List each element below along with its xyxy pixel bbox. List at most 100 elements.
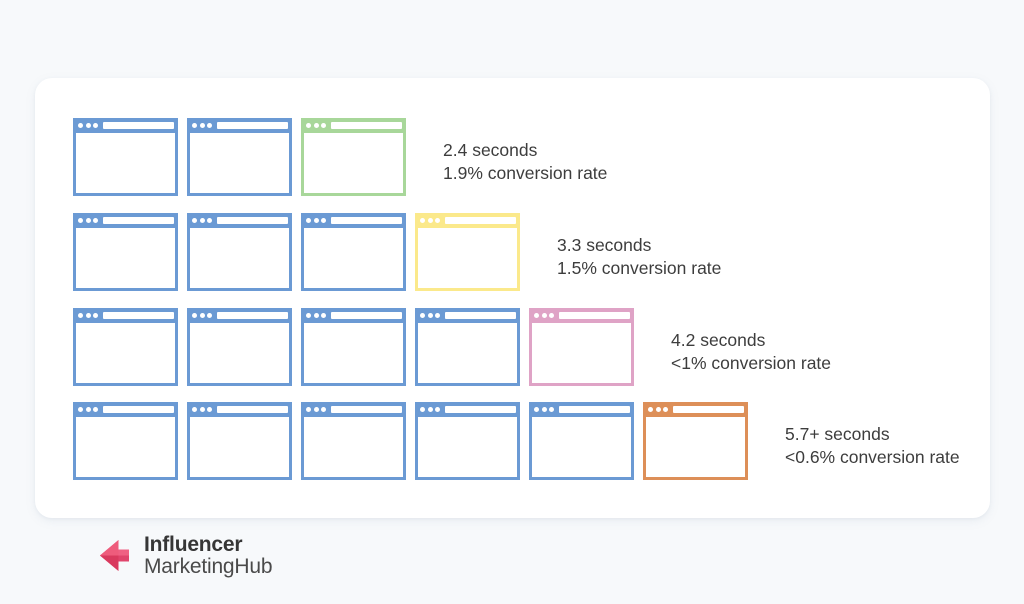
window-dot-icon [321, 218, 326, 223]
browser-window-icon-highlight [643, 402, 748, 480]
window-url-bar [217, 406, 288, 413]
browser-window-icon [73, 213, 178, 291]
window-dot-icon [427, 407, 433, 412]
window-dot-icon [420, 313, 425, 318]
window-dot-icon [420, 218, 425, 223]
window-viewport [187, 133, 292, 196]
window-titlebar [415, 213, 520, 228]
window-dot-icon [435, 218, 440, 223]
browser-window-icon [301, 308, 406, 386]
row-4-conversion-rate: <0.6% conversion rate [785, 447, 960, 467]
window-dot-icon [192, 123, 197, 128]
window-dot-icon [549, 313, 554, 318]
window-titlebar [301, 118, 406, 133]
browser-window-icon [73, 308, 178, 386]
window-url-bar [103, 406, 174, 413]
window-titlebar [187, 118, 292, 133]
window-titlebar [73, 402, 178, 417]
window-viewport [187, 323, 292, 386]
window-viewport [415, 323, 520, 386]
window-control-dots-icon [78, 218, 98, 223]
window-dot-icon [663, 407, 668, 412]
window-dot-icon [427, 313, 433, 318]
window-viewport [187, 228, 292, 291]
window-dot-icon [207, 313, 212, 318]
browser-window-icon [73, 118, 178, 196]
browser-window-icon-highlight [529, 308, 634, 386]
window-dot-icon [192, 218, 197, 223]
window-dot-icon [192, 313, 197, 318]
window-viewport [187, 417, 292, 480]
row-2-conversion-rate: 1.5% conversion rate [557, 258, 722, 278]
window-url-bar [445, 312, 516, 319]
window-dot-icon [93, 218, 98, 223]
window-viewport [415, 417, 520, 480]
window-url-bar [217, 217, 288, 224]
window-url-bar [559, 406, 630, 413]
window-url-bar [103, 122, 174, 129]
window-titlebar [415, 402, 520, 417]
window-titlebar [301, 402, 406, 417]
window-url-bar [445, 406, 516, 413]
row-4-load-time: 5.7+ seconds [785, 423, 890, 444]
row-3-conversion-rate: <1% conversion rate [671, 353, 832, 373]
window-viewport [73, 417, 178, 480]
window-dot-icon [549, 407, 554, 412]
window-url-bar [103, 217, 174, 224]
window-titlebar [187, 308, 292, 323]
row-2-load-time: 3.3 seconds [557, 234, 652, 255]
window-viewport [73, 228, 178, 291]
window-dot-icon [199, 313, 205, 318]
browser-window-icon [415, 308, 520, 386]
window-dot-icon [420, 407, 425, 412]
window-dot-icon [648, 407, 653, 412]
browser-window-icon [301, 402, 406, 480]
window-dot-icon [321, 407, 326, 412]
window-dot-icon [93, 123, 98, 128]
window-dot-icon [85, 218, 91, 223]
browser-window-icon [529, 402, 634, 480]
window-url-bar [445, 217, 516, 224]
window-dot-icon [93, 407, 98, 412]
window-control-dots-icon [192, 313, 212, 318]
brand-name-line-1: Influencer [144, 533, 243, 557]
window-viewport [415, 228, 520, 291]
window-dot-icon [78, 407, 83, 412]
window-control-dots-icon [420, 407, 440, 412]
window-control-dots-icon [78, 407, 98, 412]
window-url-bar [559, 312, 630, 319]
window-dot-icon [78, 218, 83, 223]
window-control-dots-icon [192, 218, 212, 223]
window-url-bar [331, 312, 402, 319]
window-control-dots-icon [534, 313, 554, 318]
window-control-dots-icon [306, 407, 326, 412]
brand-wordmark: Influencer MarketingHub [144, 533, 273, 578]
window-dot-icon [306, 407, 311, 412]
window-dot-icon [534, 313, 539, 318]
window-dot-icon [313, 313, 319, 318]
window-viewport [301, 323, 406, 386]
window-dot-icon [199, 218, 205, 223]
window-dot-icon [85, 407, 91, 412]
window-viewport [301, 228, 406, 291]
window-url-bar [217, 312, 288, 319]
window-dot-icon [655, 407, 661, 412]
browser-window-icon [187, 308, 292, 386]
window-viewport [301, 133, 406, 196]
page-load-row-1: 2.4 seconds 1.9% conversion rate [73, 118, 607, 204]
window-dot-icon [313, 123, 319, 128]
window-viewport [529, 323, 634, 386]
window-titlebar [529, 402, 634, 417]
window-url-bar [217, 122, 288, 129]
window-url-bar [673, 406, 744, 413]
window-dot-icon [207, 218, 212, 223]
window-dot-icon [93, 313, 98, 318]
window-dot-icon [321, 313, 326, 318]
window-control-dots-icon [420, 313, 440, 318]
window-dot-icon [85, 313, 91, 318]
content-card: 2.4 seconds 1.9% conversion rate [35, 78, 990, 518]
window-control-dots-icon [306, 123, 326, 128]
page-load-row-3: 4.2 seconds <1% conversion rate [73, 308, 831, 394]
browser-window-icon [301, 213, 406, 291]
row-3-label: 4.2 seconds <1% conversion rate [671, 327, 831, 375]
